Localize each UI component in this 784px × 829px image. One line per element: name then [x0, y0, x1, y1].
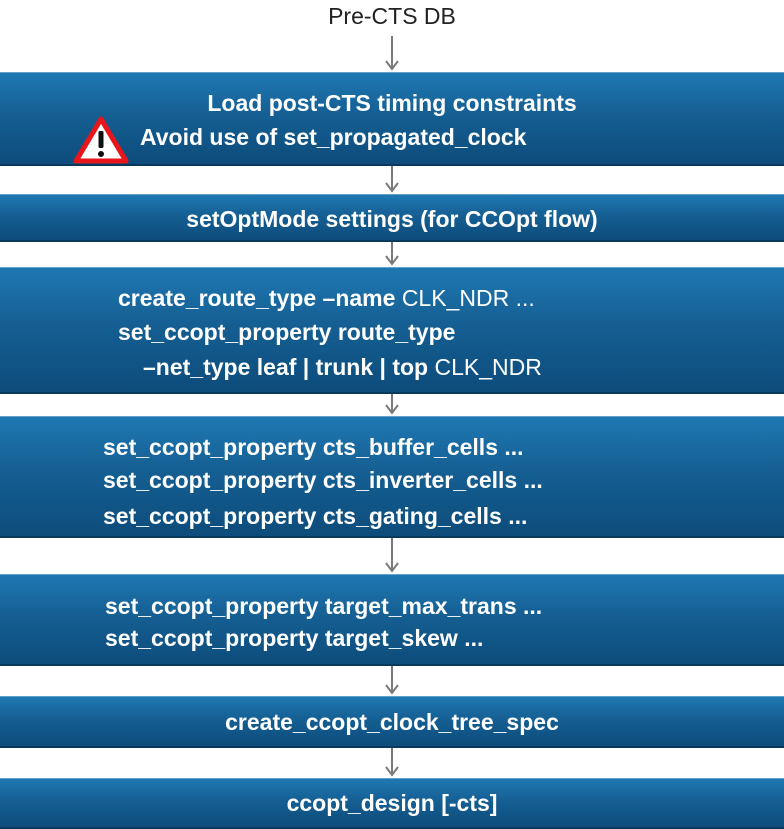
step-line: set_ccopt_property target_max_trans ...	[105, 593, 543, 619]
step-clock-tree-spec: create_ccopt_clock_tree_spec	[0, 696, 784, 748]
step-line-cmd: –net_type leaf | trunk | top	[143, 354, 435, 380]
step-line: create_ccopt_clock_tree_spec	[225, 709, 559, 735]
step-line: Avoid use of set_propagated_clock	[140, 124, 527, 150]
down-arrow-icon	[385, 242, 399, 266]
step-line: set_ccopt_property cts_gating_cells ...	[103, 503, 528, 529]
down-arrow-icon	[385, 36, 399, 71]
step-line: setOptMode settings (for CCOpt flow)	[186, 206, 598, 232]
step-load-constraints: Load post-CTS timing constraints Avoid u…	[0, 72, 784, 166]
step-line-arg: CLK_NDR	[434, 354, 542, 380]
step-line: Load post-CTS timing constraints	[207, 90, 577, 116]
step-line-cmd: create_route_type –name	[118, 285, 402, 311]
down-arrow-icon	[385, 538, 399, 573]
step-line-arg: CLK_NDR ...	[401, 285, 535, 311]
down-arrow-icon	[385, 166, 399, 193]
warning-triangle-icon	[73, 116, 129, 164]
down-arrow-icon	[385, 748, 399, 777]
down-arrow-icon	[385, 666, 399, 695]
step-line: create_route_type –name CLK_NDR ...	[118, 283, 535, 313]
step-cell-properties: set_ccopt_property cts_buffer_cells ... …	[0, 416, 784, 538]
down-arrow-icon	[385, 394, 399, 415]
step-line: set_ccopt_property route_type	[118, 319, 456, 345]
step-line: ccopt_design [-cts]	[286, 790, 498, 816]
step-line: –net_type leaf | trunk | top CLK_NDR	[143, 352, 542, 382]
step-line: set_ccopt_property cts_buffer_cells ...	[103, 434, 524, 460]
step-setoptmode: setOptMode settings (for CCOpt flow)	[0, 194, 784, 242]
step-ccopt-design: ccopt_design [-cts]	[0, 778, 784, 829]
step-target-properties: set_ccopt_property target_max_trans ... …	[0, 574, 784, 666]
start-label: Pre-CTS DB	[328, 3, 456, 29]
step-line: set_ccopt_property target_skew ...	[105, 625, 484, 651]
step-route-type: create_route_type –name CLK_NDR ... set_…	[0, 267, 784, 394]
step-line: set_ccopt_property cts_inverter_cells ..…	[103, 467, 543, 493]
